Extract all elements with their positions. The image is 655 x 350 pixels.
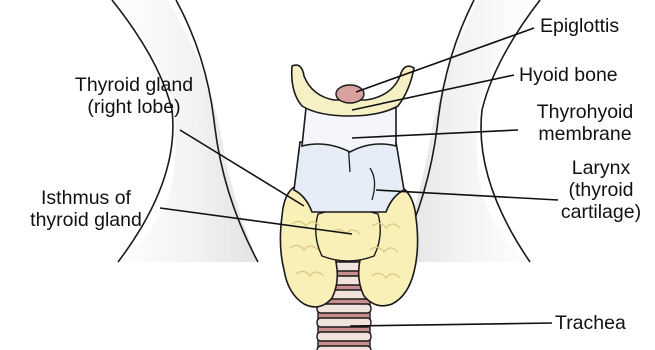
label-isthmus-line2: thyroid gland — [6, 209, 166, 231]
neck-right-shading — [396, 0, 540, 262]
label-hyoid-bone: Hyoid bone — [519, 64, 618, 86]
trachea-leader — [350, 323, 552, 326]
label-thyrohyoid-line1: Thyrohyoid — [520, 101, 650, 123]
label-isthmus-line1: Isthmus of — [6, 187, 166, 209]
trachea-ring — [317, 346, 371, 350]
label-thyroid-gland: Thyroid gland (right lobe) — [48, 74, 220, 118]
epiglottis — [336, 85, 364, 103]
thyroid-isthmus — [316, 209, 381, 261]
label-isthmus: Isthmus of thyroid gland — [6, 187, 166, 231]
label-trachea: Trachea — [555, 312, 626, 334]
label-thyrohyoid-membrane: Thyrohyoid membrane — [520, 101, 650, 145]
hyoid-bone-leader — [352, 75, 514, 110]
label-larynx-line2: (thyroid — [555, 179, 647, 201]
label-larynx-line1: Larynx — [555, 157, 647, 179]
label-larynx: Larynx (thyroid cartilage) — [555, 157, 647, 223]
label-epiglottis: Epiglottis — [540, 15, 619, 37]
label-larynx-line3: cartilage) — [555, 201, 647, 223]
trachea-ring — [317, 304, 371, 313]
label-thyroid-line1: Thyroid gland — [48, 74, 220, 96]
label-thyroid-line2: (right lobe) — [48, 96, 220, 118]
label-thyrohyoid-line2: membrane — [520, 123, 650, 145]
trachea-ring — [317, 332, 371, 341]
